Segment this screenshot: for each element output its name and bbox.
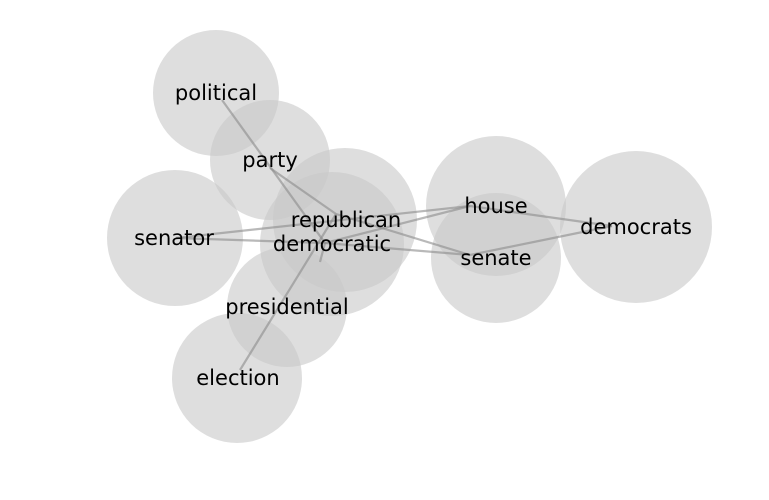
edge-party-republican xyxy=(269,167,337,215)
node-label-republican: republican xyxy=(291,208,401,232)
node-label-election: election xyxy=(196,366,279,390)
node-label-house: house xyxy=(464,194,527,218)
node-label-democratic: democratic xyxy=(273,232,391,256)
node-circle-democrats xyxy=(560,151,712,303)
node-label-presidential: presidential xyxy=(225,295,349,319)
node-circle-senate xyxy=(431,193,561,323)
edge-senate-democrats xyxy=(469,224,613,257)
edges xyxy=(175,99,613,371)
edge-senator-house xyxy=(175,204,471,240)
edge-republican-election xyxy=(239,213,337,371)
node-label-political: political xyxy=(175,81,257,105)
node-label-senate: senate xyxy=(460,246,531,270)
edge-house-democrats xyxy=(469,204,613,228)
node-label-senator: senator xyxy=(134,226,214,250)
edge-democratic-presidential xyxy=(318,242,327,263)
edge-republican-senate xyxy=(335,212,471,257)
node-labels: political party senator republicandemocrati… xyxy=(134,81,692,390)
edge-senator-democratic xyxy=(175,236,326,245)
node-label-party: party xyxy=(242,148,298,172)
edge-democratic-house xyxy=(324,204,471,245)
node-label-democrats: democrats xyxy=(580,215,692,239)
edge-democratic-senate xyxy=(324,241,471,257)
node-circle-senator xyxy=(107,170,243,306)
node-circle-election xyxy=(172,313,302,443)
